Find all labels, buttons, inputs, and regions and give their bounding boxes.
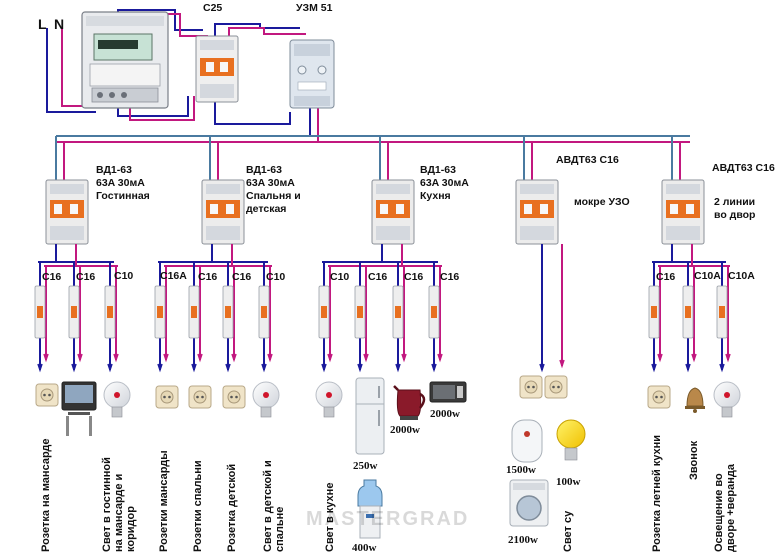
power-label: 1500w (506, 464, 536, 476)
breaker-label: C10 (114, 270, 134, 282)
main-bus (56, 135, 690, 143)
electric-meter (81, 11, 169, 109)
load-label: Звонок (688, 440, 700, 480)
branch-breaker (682, 285, 694, 339)
yellow-bulb-icon (556, 419, 586, 461)
load-label: Свет в детской и спальне (262, 460, 286, 552)
breaker-label: C16 (440, 271, 460, 283)
bulb-icon (252, 381, 280, 418)
phase-wire (322, 244, 438, 263)
branch-breaker (716, 285, 728, 339)
phase-wire (652, 244, 726, 263)
supply-label-n: N (54, 16, 65, 32)
load-label: Розетки мансарды (158, 450, 170, 552)
branch-breaker (188, 285, 200, 339)
branch-breaker (222, 285, 234, 339)
branch-breaker (104, 285, 116, 339)
microwave-icon (429, 381, 467, 403)
breaker-label: C16 (656, 271, 676, 283)
rcd-devices (45, 179, 705, 245)
load-label: Розетки спальни (192, 460, 204, 552)
watermark: MASTERGRAD (306, 508, 470, 530)
boiler-icon (511, 419, 543, 463)
rcd-label-4b: мокре УЗО (574, 196, 630, 208)
socket-icon (544, 375, 568, 399)
uzm-relay (289, 39, 335, 109)
breaker-label: C16 (232, 271, 252, 283)
rcd-label-5a: АВДТ63 С16 (712, 162, 775, 174)
breaker-label: C16 (76, 271, 96, 283)
load-label: Розетка на мансарде (40, 438, 52, 553)
rcd-label-4a: АВДТ63 С16 (556, 154, 619, 166)
branch-breaker (154, 285, 166, 339)
load-label: Свет в гостинной на мансарде и коридор (101, 457, 137, 552)
socket-icon (222, 385, 246, 409)
tv-icon (61, 381, 97, 436)
power-label: 2000w (430, 408, 460, 420)
branch-breaker (428, 285, 440, 339)
rcd-device (661, 179, 705, 245)
branch-breaker (354, 285, 366, 339)
breaker-label: C16A (160, 270, 187, 282)
bulb-icon (713, 381, 741, 418)
uzm-label: УЗМ 51 (296, 2, 333, 14)
neutral-wire (164, 244, 272, 267)
water-cooler-icon (357, 479, 383, 539)
rcd-device (371, 179, 415, 245)
socket-icon (519, 375, 543, 399)
power-label: 2100w (508, 534, 538, 546)
rcd-device (515, 179, 559, 245)
breaker-label: C10 (266, 271, 286, 283)
branch-breaker (648, 285, 660, 339)
socket-icon (188, 385, 212, 409)
load-label: Розетка детской (226, 463, 238, 552)
branch-breaker (68, 285, 80, 339)
breaker-label: C10 (330, 271, 350, 283)
breaker-label: C16 (404, 271, 424, 283)
breaker-label: C16 (368, 271, 388, 283)
load-label: Розетка летней кухни (651, 434, 663, 552)
power-label: 100w (556, 476, 581, 488)
branch-breakers (34, 285, 728, 339)
power-label: 250w (353, 460, 378, 472)
supply-label-l: L (38, 16, 47, 32)
bulb-icon (103, 381, 131, 418)
load-label: Освещение во дворе +веранда (713, 464, 737, 552)
bell-icon (685, 387, 705, 413)
rcd-device (201, 179, 245, 245)
rcd-device (45, 179, 89, 245)
load-label: Свет су (562, 510, 574, 552)
breaker-label: C16 (198, 271, 218, 283)
breaker-label: C10A (728, 270, 755, 282)
branch-breaker (258, 285, 270, 339)
bulb-icon (315, 381, 343, 418)
washer-icon (509, 479, 549, 527)
kettle-icon (393, 385, 426, 420)
group-wiring (37, 244, 731, 373)
branch-breaker (318, 285, 330, 339)
c25-label: C25 (203, 2, 223, 14)
socket-icon (155, 385, 179, 409)
branch-breaker (34, 285, 46, 339)
power-label: 2000w (390, 424, 420, 436)
socket-icon (647, 385, 671, 409)
phase-wire (158, 244, 268, 263)
socket-icon (35, 383, 59, 407)
fridge-icon (355, 377, 385, 455)
breaker-label: C16 (42, 271, 62, 283)
load-icons (35, 375, 741, 527)
breaker-label: C10A (694, 270, 721, 282)
c25-breaker (195, 35, 239, 103)
power-label: 400w (352, 542, 377, 554)
branch-breaker (392, 285, 404, 339)
